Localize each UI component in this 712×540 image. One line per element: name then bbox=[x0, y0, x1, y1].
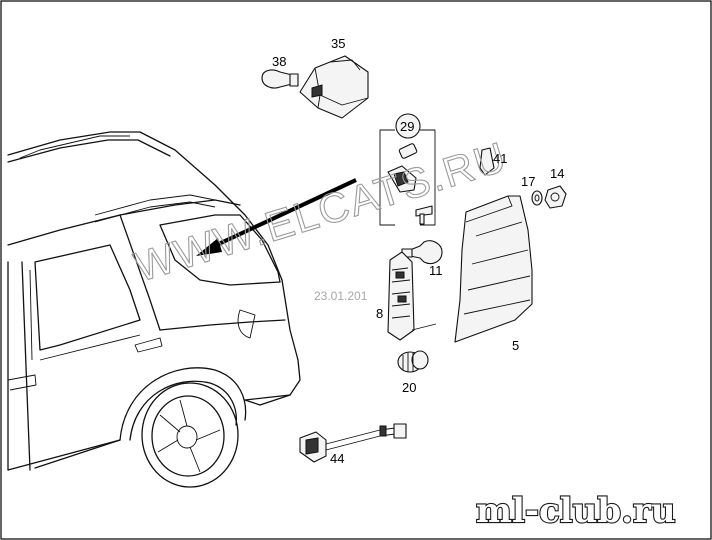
leader-arrow bbox=[196, 178, 357, 256]
watermark-date: 23.01.201 bbox=[314, 289, 368, 303]
part-29-bracket-kit bbox=[379, 113, 436, 226]
part-35-bulb-holder bbox=[299, 55, 369, 119]
callout-44: 44 bbox=[330, 451, 344, 466]
vehicle-illustration bbox=[7, 131, 301, 488]
callout-20: 20 bbox=[402, 380, 416, 395]
callout-35: 35 bbox=[331, 36, 345, 51]
part-44-wiring-harness bbox=[299, 423, 407, 463]
part-5-tail-lamp bbox=[454, 195, 533, 343]
callout-17: 17 bbox=[521, 174, 535, 189]
callout-29: 29 bbox=[400, 119, 414, 134]
callout-14: 14 bbox=[550, 166, 564, 181]
part-8-bulb-carrier bbox=[387, 251, 437, 341]
callout-11: 11 bbox=[429, 263, 443, 278]
part-17-washer bbox=[531, 190, 543, 206]
part-38-bulb bbox=[261, 69, 299, 89]
callout-38: 38 bbox=[272, 54, 286, 69]
brand-watermark: ml-club.ru bbox=[476, 491, 676, 531]
callout-41: 41 bbox=[493, 151, 507, 166]
callout-5: 5 bbox=[512, 338, 519, 353]
callout-8: 8 bbox=[376, 306, 383, 321]
part-14-nut bbox=[544, 185, 567, 209]
watermark-site: WWW.ELCATS.RU bbox=[129, 133, 513, 291]
part-41-clip bbox=[479, 147, 495, 176]
part-20-socket bbox=[397, 350, 429, 373]
